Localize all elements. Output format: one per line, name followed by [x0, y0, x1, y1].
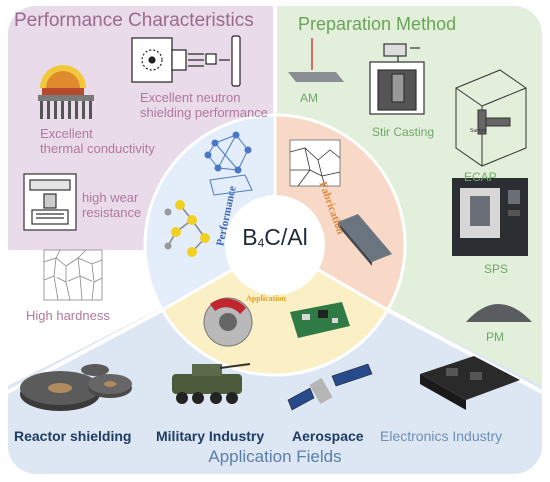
circuit-board-icon — [290, 302, 350, 338]
center-wheel — [143, 113, 407, 377]
crystal-structure-icon — [204, 131, 253, 196]
center-tail: C/Al — [264, 224, 308, 250]
label-electronics-industry: Electronics Industry — [380, 428, 503, 444]
military-vehicle-icon — [172, 363, 251, 404]
label-military-industry: Military Industry — [156, 428, 265, 444]
preparation-title: Preparation Method — [298, 14, 457, 34]
center-hub — [225, 195, 325, 295]
label-neutron-shielding: Excellent neutron shielding performance — [140, 90, 268, 120]
label-aerospace: Aerospace — [292, 428, 364, 444]
stir-casting-icon — [369, 43, 425, 115]
label-pm: PM — [486, 330, 504, 344]
label-thermal-conductivity: Excellent thermal conductivity — [40, 126, 155, 156]
microstructure-icon — [43, 249, 103, 301]
center-main: B — [242, 224, 258, 250]
brake-disc-icon — [203, 297, 253, 347]
wedge-label-application: Application — [246, 294, 287, 303]
additive-manufacturing-icon — [288, 38, 344, 82]
application-title: Application Fields — [208, 447, 342, 466]
label-wear-resistance: high wear resistance — [82, 190, 142, 220]
neutron-source-icon — [131, 35, 241, 87]
electronics-module-icon — [420, 356, 520, 410]
wear-tester-icon — [23, 173, 77, 231]
metal-plate-icon — [338, 214, 392, 266]
label-reactor-shielding: Reactor shielding — [14, 428, 132, 444]
performance-title: Performance Characteristics — [14, 10, 254, 31]
reactor-shielding-icon — [20, 364, 132, 411]
label-stir-casting: Stir Casting — [372, 125, 435, 139]
center-subscript: 4 — [257, 236, 265, 250]
center-material-label: B4C/Al — [225, 224, 325, 251]
label-am: AM — [300, 91, 318, 105]
label-high-hardness: High hardness — [26, 308, 110, 323]
application-region — [8, 250, 542, 474]
label-sps: SPS — [484, 262, 509, 276]
satellite-icon — [287, 363, 373, 411]
ecap-die-icon: Sample — [455, 69, 527, 167]
molecule-icon — [164, 200, 210, 257]
powder-pile-icon — [466, 304, 532, 322]
sps-machine-icon — [452, 178, 528, 256]
grain-network-icon — [289, 139, 341, 187]
label-ecap: ECAP — [464, 170, 497, 184]
ecap-die-label: Sample — [470, 128, 487, 134]
heat-sink-icon — [38, 65, 94, 119]
